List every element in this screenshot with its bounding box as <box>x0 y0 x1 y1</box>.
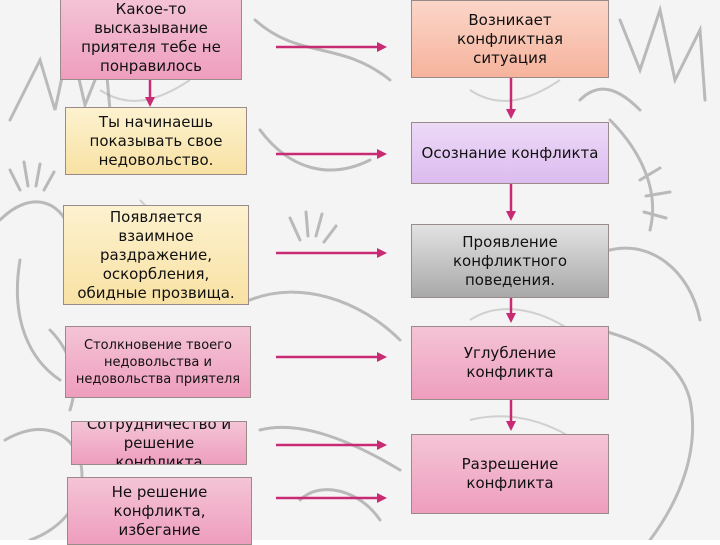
right-box-2-text: Осознание конфликта <box>421 143 599 162</box>
left-box-3-text: Появляется взаимное раздражение, оскорбл… <box>77 207 235 302</box>
left-box-1: Какое-то высказывание приятеля тебе не п… <box>60 0 242 80</box>
right-box-2: Осознание конфликта <box>411 122 609 184</box>
left-box-5-text: Сотрудничество и решение конфликта <box>86 421 232 465</box>
left-box-4-text: Столкновение твоего недовольства и недов… <box>75 337 241 387</box>
right-box-4: Углубление конфликта <box>411 326 609 400</box>
right-box-4-text: Углубление конфликта <box>463 344 557 381</box>
left-box-5: Сотрудничество и решение конфликта <box>71 421 247 465</box>
left-box-6-text: Не решение конфликта, избегание <box>111 482 208 539</box>
left-box-2: Ты начинаешь показывать свое недовольств… <box>65 107 247 175</box>
left-box-2-text: Ты начинаешь показывать свое недовольств… <box>89 112 223 169</box>
right-box-5-text: Разрешение конфликта <box>461 455 559 492</box>
corner-logo <box>678 514 710 522</box>
left-box-1-text: Какое-то высказывание приятеля тебе не п… <box>81 0 221 75</box>
right-box-1-text: Возникает конфликтная ситуация <box>456 10 564 67</box>
right-box-1: Возникает конфликтная ситуация <box>411 0 609 78</box>
right-box-3-text: Проявление конфликтного поведения. <box>452 232 568 289</box>
right-box-3: Проявление конфликтного поведения. <box>411 224 609 298</box>
left-box-6: Не решение конфликта, избегание <box>67 477 252 545</box>
left-box-4: Столкновение твоего недовольства и недов… <box>65 326 251 398</box>
right-box-5: Разрешение конфликта <box>411 434 609 514</box>
left-box-3: Появляется взаимное раздражение, оскорбл… <box>63 205 249 305</box>
